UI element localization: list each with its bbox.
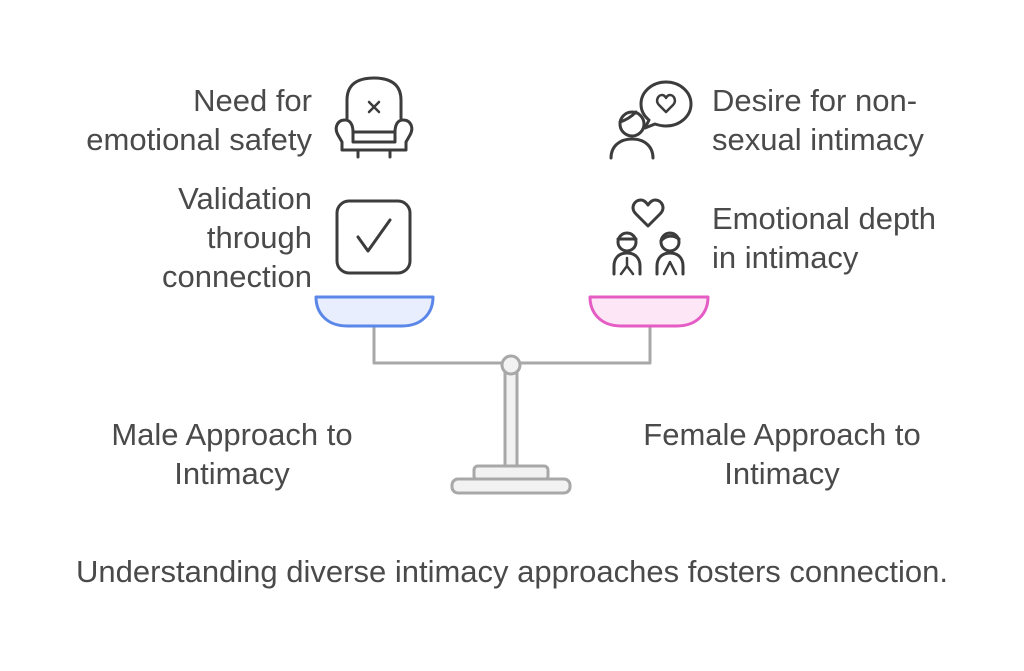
right-item-non-sexual-intimacy: Desire for non- sexual intimacy xyxy=(712,81,924,159)
male-approach-label-line: Intimacy xyxy=(174,456,290,491)
scale-pivot xyxy=(500,354,522,376)
right-item-emotional-depth: Emotional depth in intimacy xyxy=(712,199,936,277)
male-approach-label-line: Male Approach to xyxy=(111,417,353,452)
person-speech-heart-icon xyxy=(609,80,693,160)
right-item-line: Emotional depth xyxy=(712,201,937,236)
left-item-line: connection xyxy=(162,259,312,294)
left-pan xyxy=(314,295,435,328)
scale-base-bottom xyxy=(450,477,572,495)
left-item-line: through xyxy=(206,220,312,255)
checkbox-icon xyxy=(335,199,412,275)
left-item-validation: Validation through connection xyxy=(162,179,312,296)
balance-scale xyxy=(372,323,652,495)
right-pan xyxy=(588,295,710,328)
male-approach-label: Male Approach to Intimacy xyxy=(82,415,382,493)
left-item-line: Validation xyxy=(178,181,312,216)
right-item-line: Desire for non- xyxy=(712,83,918,118)
diagram-caption: Understanding diverse intimacy approache… xyxy=(76,554,948,589)
right-item-line: in intimacy xyxy=(712,240,859,275)
left-item-line: emotional safety xyxy=(86,122,312,157)
scale-pillar xyxy=(503,366,519,468)
armchair-icon xyxy=(334,76,414,159)
right-item-line: sexual intimacy xyxy=(712,122,924,157)
couple-heart-icon xyxy=(612,198,685,276)
female-approach-label-line: Female Approach to xyxy=(643,417,921,452)
left-item-line: Need for xyxy=(193,83,312,118)
left-item-emotional-safety: Need for emotional safety xyxy=(86,81,312,159)
female-approach-label: Female Approach to Intimacy xyxy=(622,415,942,493)
female-approach-label-line: Intimacy xyxy=(724,456,840,491)
